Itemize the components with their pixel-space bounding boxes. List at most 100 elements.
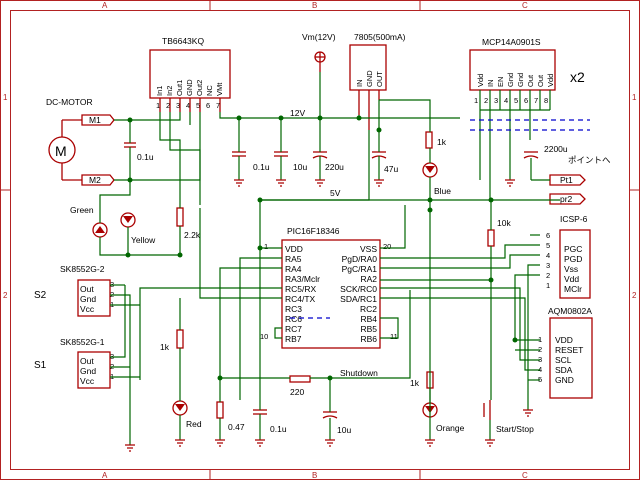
icsp-num-4: 4 [546, 251, 550, 260]
led-orange-label: Orange [436, 423, 465, 433]
mosfet-pin-6: Out [526, 74, 535, 87]
row-1-right: 1 [632, 93, 637, 102]
mosfet-pin-7: Out [536, 74, 545, 87]
motor-glyph: M [55, 143, 67, 159]
cap-bottom-01u-value: 0.1u [270, 424, 287, 434]
lcd-name: AQM0802A [548, 306, 592, 316]
s1-part: SK8552G-1 [60, 337, 105, 347]
mcu-pin-rc2: RC2 [360, 304, 377, 314]
pt1-port: Pt1 [549, 174, 586, 186]
wiring [99, 72, 560, 445]
driver-pin-out2: Out2 [195, 80, 204, 96]
mosfet-pin-num-6: 6 [524, 96, 528, 105]
row-1-left: 1 [3, 93, 8, 102]
row-2-left: 2 [3, 291, 8, 300]
motor-m1: M1 [89, 115, 101, 125]
mcu-pin-vdd: VDD [285, 244, 303, 254]
led-blue-label: Blue [434, 186, 451, 196]
driver-pin-in1: In1 [155, 86, 164, 96]
yellow-led: Yellow [120, 212, 156, 245]
cap-12v-2: 10u [274, 151, 307, 172]
bus-lines [290, 119, 590, 319]
pr2-port: pr2 [549, 193, 586, 205]
driver-pin-vmt: VMt [215, 82, 224, 96]
reg-pin-in: IN [355, 80, 364, 88]
rail-5v-label: 5V [330, 188, 341, 198]
motor-title: DC-MOTOR [46, 97, 93, 107]
mcu-pin-ra1: PgC/RA1 [342, 264, 378, 274]
mcu-pin-num-10: 10 [260, 332, 268, 341]
mcu-pin-ra4: RA4 [285, 264, 302, 274]
pr2-label: pr2 [560, 194, 573, 204]
vm-terminal: Vm(12V) [302, 32, 336, 72]
shutdown-label: Shutdown [340, 368, 378, 378]
r-orange-value: 1k [410, 378, 420, 388]
mosfet-pin-num-1: 1 [474, 96, 478, 105]
vm-label: Vm(12V) [302, 32, 336, 42]
green-led: Green [70, 205, 108, 238]
regulator-7805: 7805(500mA) IN GND OUT [349, 32, 406, 130]
rail-12v-label: 12V [290, 108, 305, 118]
icsp-num-2: 2 [546, 271, 550, 280]
mcu-pin-ra5: RA5 [285, 254, 302, 264]
driver-pin-gnd: GND [185, 79, 194, 96]
driver-pin-num-4: 4 [186, 101, 190, 110]
icsp-num-3: 3 [546, 261, 550, 270]
pt1-label: Pt1 [560, 175, 573, 185]
mosfet-pin-num-3: 3 [494, 96, 498, 105]
mosfet-driver: MCP14A0901S x2 [469, 37, 585, 91]
lcd-pin-vdd: VDD [555, 335, 573, 345]
red-led-branch: 1k Red [160, 329, 202, 429]
mosfet-pin-num-8: 8 [544, 96, 548, 105]
cap-12v-2-value: 10u [293, 162, 307, 172]
dc-motor: DC-MOTOR M M1 M2 [46, 97, 115, 186]
mcu-pin-num-11: 11 [390, 332, 398, 341]
mosfet-pin-num-4: 4 [504, 96, 508, 105]
icsp-pin-vss: Vss [564, 264, 578, 274]
driver-pin-num-2: 2 [166, 101, 170, 110]
cap-bottom-10u-value: 10u [337, 425, 351, 435]
mcu-pin-rb7: RB7 [285, 334, 302, 344]
s2-pin-gnd: Gnd [80, 294, 96, 304]
mcu-pin-num-1: 1 [264, 242, 268, 251]
s1-pin-gnd: Gnd [80, 366, 96, 376]
mosfet-pin-3: EN [496, 77, 505, 87]
switch-label: Start/Stop [496, 424, 534, 434]
reg-pin-out: OUT [375, 71, 384, 87]
mcu-pin-rb6: RB6 [360, 334, 377, 344]
driver-pin-num-7: 7 [216, 101, 220, 110]
driver-pin-num-1: 1 [156, 101, 160, 110]
s2-label: S2 [34, 290, 47, 301]
s2-part: SK8552G-2 [60, 264, 105, 274]
mosfet-pin-2: IN [486, 80, 495, 88]
mcu-pin-rb5: RB5 [360, 324, 377, 334]
cap-47u-value: 47u [384, 164, 398, 174]
motor-m2: M2 [89, 175, 101, 185]
mcu-pin-rc4: RC4/TX [285, 294, 316, 304]
mcu-pin-rc1: SDA/RC1 [340, 294, 377, 304]
r-220: 220 [289, 375, 311, 397]
mcu-name: PIC16F18346 [287, 226, 340, 236]
orange-led-branch: 1k Orange [410, 371, 465, 433]
cap-12v-1: 0.1u [232, 151, 270, 172]
lcd-num-4: 4 [538, 365, 542, 374]
r-red-value: 1k [160, 342, 170, 352]
mcu-pin-ra3: RA3/Mclr [285, 274, 320, 284]
driver-pin-in2: In2 [165, 86, 174, 96]
motor-cap-value: 0.1u [137, 152, 154, 162]
cap-12v-3: 220u [312, 151, 344, 172]
icsp-pin-mclr: MClr [564, 284, 582, 294]
lcd-num-5: 5 [538, 375, 542, 384]
sensor-s1: SK8552G-1 S1 Out Gnd Vcc 3 2 1 [34, 337, 114, 389]
lcd-num-1: 1 [538, 335, 542, 344]
mosfet-multiplier: x2 [570, 69, 585, 85]
s2-pin-vcc: Vcc [80, 304, 95, 314]
cap-2200u: 2200u ポイントへ [523, 144, 611, 165]
lcd-pin-sda: SDA [555, 365, 573, 375]
mcu-pin-vss: VSS [360, 244, 377, 254]
mosfet-pin-1: Vdd [476, 74, 485, 87]
reg-name: 7805(500mA) [354, 32, 406, 42]
mosfet-pin-num-7: 7 [534, 96, 538, 105]
reg-pin-gnd: GND [365, 70, 374, 87]
